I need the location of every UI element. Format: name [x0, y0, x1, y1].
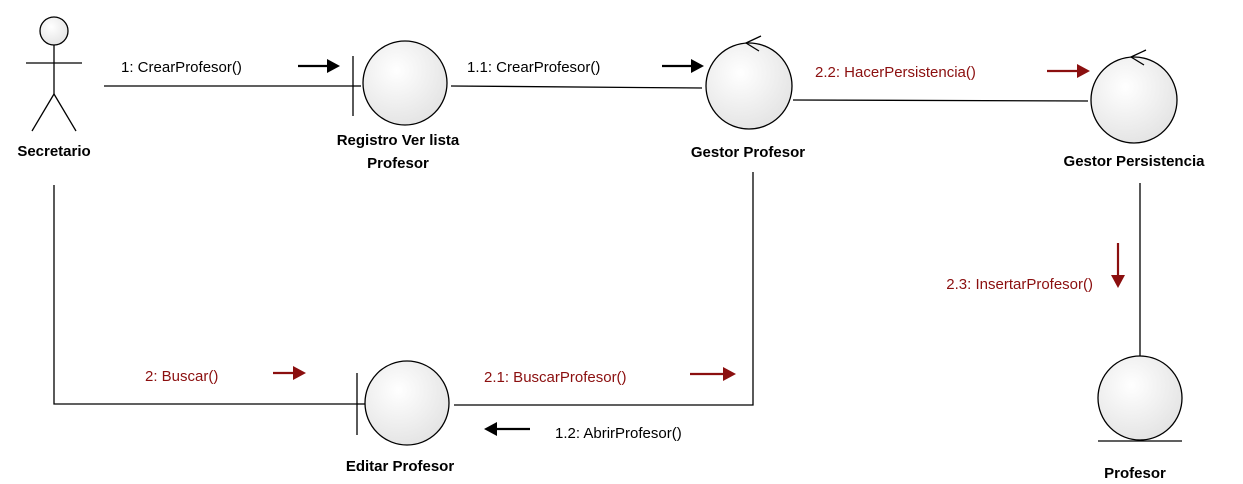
control-arrowhead: [1129, 49, 1147, 66]
actor-head: [39, 16, 69, 46]
boundary-circle: [364, 360, 450, 446]
message-label: 1: CrearProfesor(): [121, 59, 242, 76]
link-gestor-profesor-gestor-persistencia: [792, 99, 1089, 102]
actor-secretario[interactable]: Secretario: [17, 16, 91, 160]
link-registro-gestor-profesor: [450, 85, 703, 89]
link-secretario-editar: [53, 185, 357, 405]
message-arrowhead: [723, 367, 736, 381]
message-1-1: 1.1: CrearProfesor(): [467, 59, 704, 76]
message-2-3: 2.3: InsertarProfesor(): [946, 243, 1125, 293]
control-gestor-profesor[interactable]: Gestor Profesor: [691, 35, 805, 161]
actor-left-leg: [31, 93, 55, 132]
control-circle: [1090, 56, 1178, 144]
message-arrowhead: [1111, 275, 1125, 288]
control-circle: [705, 42, 793, 130]
message-label: 1.1: CrearProfesor(): [467, 59, 600, 76]
boundary-registro-ver-lista-profesor[interactable]: Registro Ver lista Profesor: [337, 40, 460, 172]
message-2-1: 2.1: BuscarProfesor(): [484, 367, 736, 386]
message-label: 2.2: HacerPersistencia(): [815, 64, 976, 81]
message-arrowhead: [1077, 64, 1090, 78]
message-label: 1.2: AbrirProfesor(): [555, 425, 682, 442]
gestor-profesor-label: Gestor Profesor: [691, 144, 805, 161]
actor-right-leg: [53, 93, 77, 132]
entity-circle: [1097, 355, 1183, 441]
message-2: 2: Buscar(): [145, 366, 306, 385]
message-1-2: 1.2: AbrirProfesor(): [484, 422, 682, 442]
message-2-2: 2.2: HacerPersistencia(): [815, 64, 1090, 81]
actor-label: Secretario: [17, 143, 90, 160]
message-1: 1: CrearProfesor(): [121, 59, 340, 76]
gestor-persistencia-label: Gestor Persistencia: [1064, 153, 1206, 170]
entity-profesor[interactable]: Profesor: [1097, 355, 1183, 482]
registro-label-line2: Profesor: [367, 155, 429, 172]
links: [53, 85, 1141, 406]
link-gestor-profesor-editar: [454, 172, 754, 406]
boundary-circle: [362, 40, 448, 126]
message-arrowhead: [691, 59, 704, 73]
message-arrowhead: [484, 422, 497, 436]
message-arrowhead: [327, 59, 340, 73]
control-arrowhead: [744, 35, 762, 52]
message-label: 2.1: BuscarProfesor(): [484, 369, 627, 386]
profesor-label: Profesor: [1104, 465, 1166, 482]
editar-label: Editar Profesor: [346, 458, 455, 475]
message-label: 2: Buscar(): [145, 368, 218, 385]
message-arrowhead: [293, 366, 306, 380]
message-label: 2.3: InsertarProfesor(): [946, 276, 1093, 293]
control-gestor-persistencia[interactable]: Gestor Persistencia: [1064, 49, 1206, 170]
boundary-editar-profesor[interactable]: Editar Profesor: [346, 360, 455, 475]
registro-label-line1: Registro Ver lista: [337, 132, 460, 149]
